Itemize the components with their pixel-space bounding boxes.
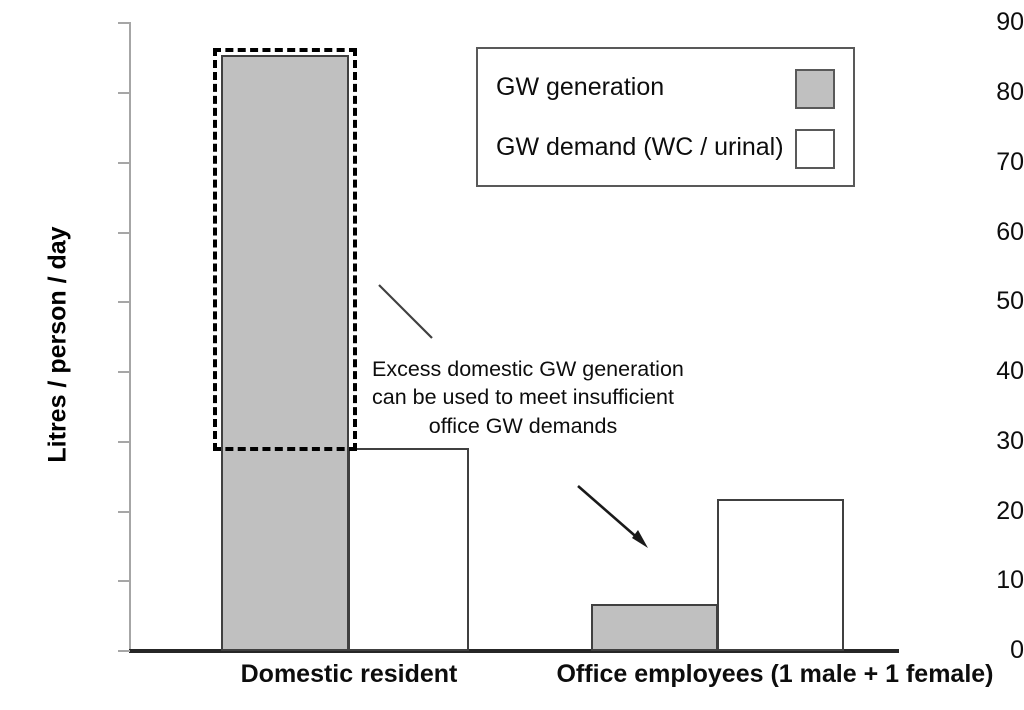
bar-domestic-gw-demand <box>348 448 469 651</box>
y-tick-label-50: 50 <box>996 287 1024 315</box>
y-axis-spine <box>129 22 131 651</box>
y-tick-40 <box>118 371 130 373</box>
y-tick-label-30: 30 <box>996 427 1024 455</box>
excess-generation-highlight-box <box>213 48 357 451</box>
legend-item-gw-demand: GW demand (WC / urinal) <box>478 121 853 173</box>
category-label-office-employees: Office employees (1 male + 1 female) <box>556 660 994 688</box>
y-tick-20 <box>118 511 130 513</box>
y-tick-0 <box>118 650 130 652</box>
y-tick-label-70: 70 <box>996 148 1024 176</box>
annotation-arrow-head-icon <box>632 530 648 548</box>
y-tick-label-10: 10 <box>996 566 1024 594</box>
annotation-excess-generation: Excess domestic GW generation can be use… <box>372 355 684 440</box>
y-tick-label-40: 40 <box>996 357 1024 385</box>
legend: GW generation GW demand (WC / urinal) <box>476 47 855 187</box>
y-tick-label-20: 20 <box>996 497 1024 525</box>
y-tick-label-90: 90 <box>996 8 1024 36</box>
annotation-arrow-shaft <box>577 485 642 542</box>
y-tick-30 <box>118 441 130 443</box>
bar-office-gw-generation <box>591 604 718 651</box>
legend-label-gw-demand: GW demand (WC / urinal) <box>496 132 784 161</box>
x-axis-baseline <box>129 649 899 653</box>
y-tick-label-80: 80 <box>996 78 1024 106</box>
y-tick-90 <box>118 22 130 24</box>
y-tick-50 <box>118 301 130 303</box>
annotation-leader-line <box>378 284 433 339</box>
y-tick-10 <box>118 580 130 582</box>
y-tick-80 <box>118 92 130 94</box>
legend-swatch-gw-demand <box>795 129 835 169</box>
bar-office-gw-demand <box>717 499 844 651</box>
legend-item-gw-generation: GW generation <box>478 61 853 113</box>
annotation-line-1: Excess domestic GW generation <box>372 357 684 381</box>
annotation-line-2: can be used to meet insufficient <box>372 385 674 410</box>
y-tick-60 <box>118 232 130 234</box>
category-label-domestic-resident: Domestic resident <box>240 660 458 688</box>
y-axis-title: Litres / person / day <box>43 226 72 463</box>
y-tick-70 <box>118 162 130 164</box>
legend-label-gw-generation: GW generation <box>496 72 665 101</box>
y-tick-label-0: 0 <box>1010 636 1024 664</box>
bar-domestic-gw-generation <box>221 55 349 651</box>
legend-swatch-gw-generation <box>795 69 835 109</box>
y-tick-label-60: 60 <box>996 218 1024 246</box>
annotation-line-3: office GW demands <box>428 413 618 438</box>
